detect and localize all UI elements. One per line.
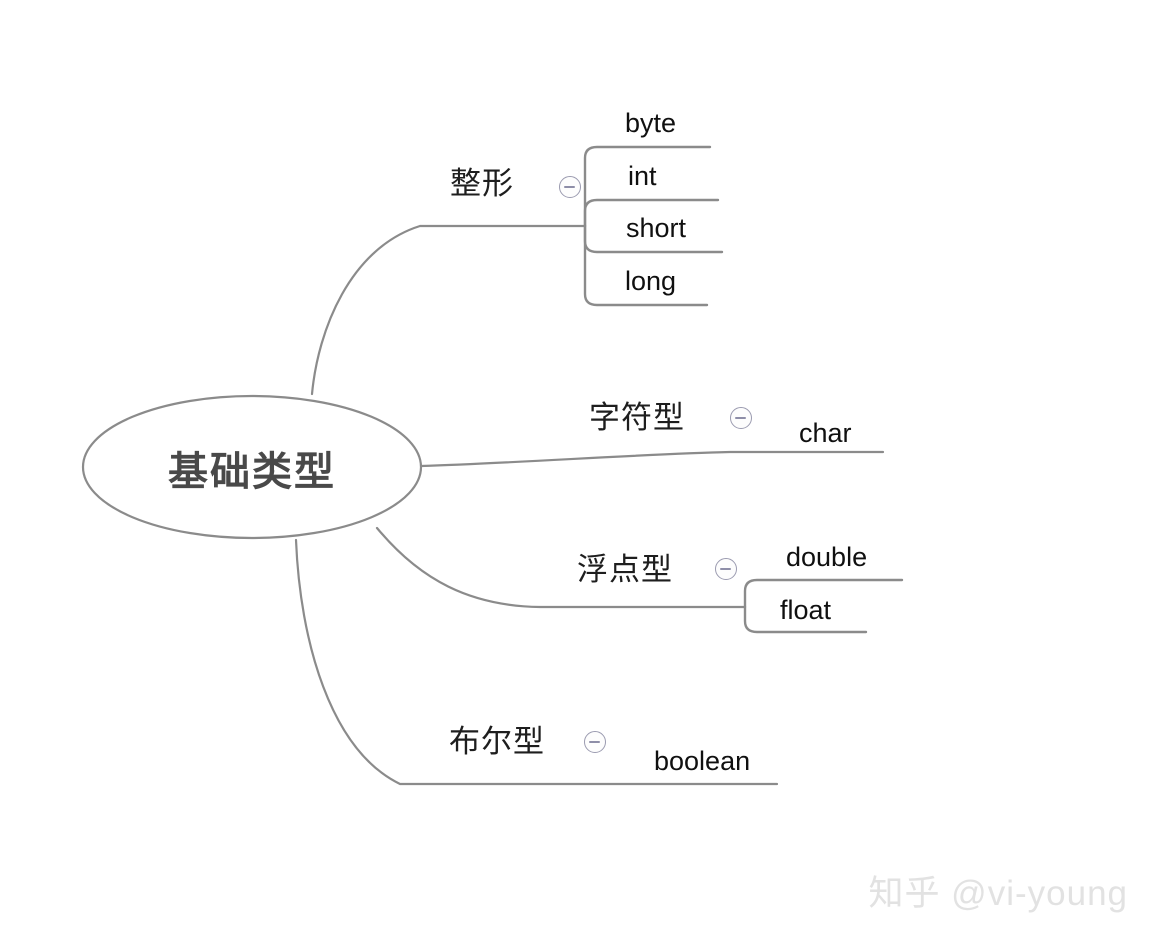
leaf-label-byte[interactable]: byte: [625, 108, 677, 138]
branch-label-float-type[interactable]: 浮点型: [577, 552, 673, 587]
subbranch-line-long: [583, 224, 709, 307]
subbranch-line-float: [743, 605, 868, 634]
collapse-minus-icon-char-type[interactable]: [730, 407, 752, 429]
leaf-label-boolean[interactable]: boolean: [654, 746, 751, 776]
branch-line-integer: [310, 224, 587, 396]
subbranch-line-double: [743, 578, 904, 609]
collapse-minus-icon-boolean-type[interactable]: [584, 731, 606, 753]
leaf-label-long[interactable]: long: [625, 266, 677, 296]
branch-line-char: [419, 450, 885, 468]
subbranch-line-byte: [583, 145, 712, 228]
subbranch-line-int: [583, 198, 720, 228]
leaf-label-short[interactable]: short: [626, 213, 687, 243]
root-node-label[interactable]: 基础类型: [168, 450, 336, 494]
collapse-minus-icon-integer[interactable]: [559, 176, 581, 198]
leaf-label-char[interactable]: char: [799, 418, 852, 448]
branch-label-integer[interactable]: 整形: [450, 166, 514, 201]
leaf-label-int[interactable]: int: [628, 161, 657, 191]
branch-line-float: [375, 526, 747, 609]
leaf-label-float[interactable]: float: [780, 595, 832, 625]
branch-label-boolean-type[interactable]: 布尔型: [449, 724, 545, 759]
branch-label-char-type[interactable]: 字符型: [589, 400, 685, 435]
branch-line-boolean: [294, 538, 779, 786]
watermark: 知乎 @vi-young: [868, 874, 1128, 913]
collapse-minus-icon-float-type[interactable]: [715, 558, 737, 580]
leaf-label-double[interactable]: double: [786, 542, 868, 572]
